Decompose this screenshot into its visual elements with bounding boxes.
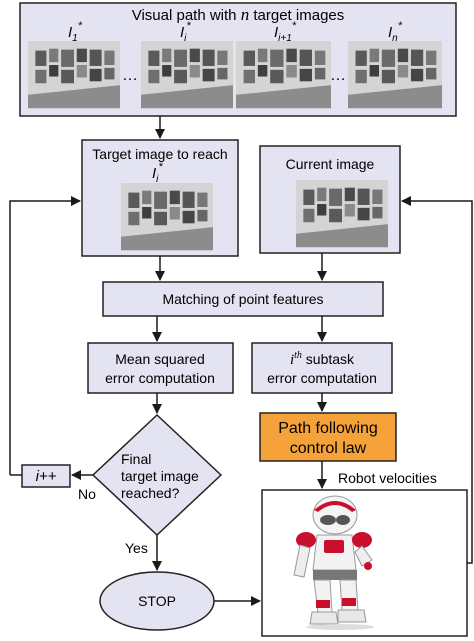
control-law-box <box>259 412 397 462</box>
path-image-i-plus-1 <box>236 41 331 109</box>
image-label-1: I1* <box>68 20 83 44</box>
matching-label: Matching of point features <box>162 291 323 307</box>
subtask-line-2: error computation <box>267 370 377 386</box>
subtask-line-1: ith subtask <box>290 350 355 368</box>
decision-line-3: reached? <box>121 485 180 501</box>
path-image-1 <box>28 41 120 109</box>
no-label: No <box>78 486 96 502</box>
decision-line-1: Final <box>121 451 151 467</box>
arrow-increment-to-target <box>9 196 81 475</box>
stop-label: STOP <box>138 593 176 609</box>
mse-line-1: Mean squared <box>115 351 205 367</box>
control-law-line-1: Path following <box>278 420 378 437</box>
mse-line-2: error computation <box>105 370 215 386</box>
current-image <box>296 180 388 248</box>
current-image-title: Current image <box>286 156 375 172</box>
target-image-title: Target image to reach <box>92 146 227 162</box>
target-image <box>121 183 213 251</box>
matching-box <box>102 281 384 317</box>
yes-label: Yes <box>125 540 148 556</box>
visual-path-title: Visual path with n target images <box>132 5 345 24</box>
image-label-n: In* <box>388 20 403 44</box>
image-label-i: Ii* <box>180 20 191 44</box>
arrow-robot-to-current <box>401 196 473 564</box>
path-ellipsis-2: … <box>330 67 346 84</box>
path-ellipsis-1: … <box>122 67 138 84</box>
robot-velocities-label: Robot velocities <box>338 470 437 486</box>
mse-box <box>87 342 234 394</box>
image-label-i-plus-1: Ii+1* <box>274 20 297 44</box>
control-law-line-2: control law <box>290 440 367 457</box>
humanoid-robot-icon <box>293 495 374 630</box>
path-image-i <box>141 41 233 109</box>
increment-label: i++ <box>36 468 57 485</box>
path-image-n <box>348 41 442 109</box>
increment-box <box>21 464 71 488</box>
target-image-label: Ii* <box>152 161 163 185</box>
decision-line-2: target image <box>121 468 199 484</box>
subtask-error-box <box>251 342 393 394</box>
